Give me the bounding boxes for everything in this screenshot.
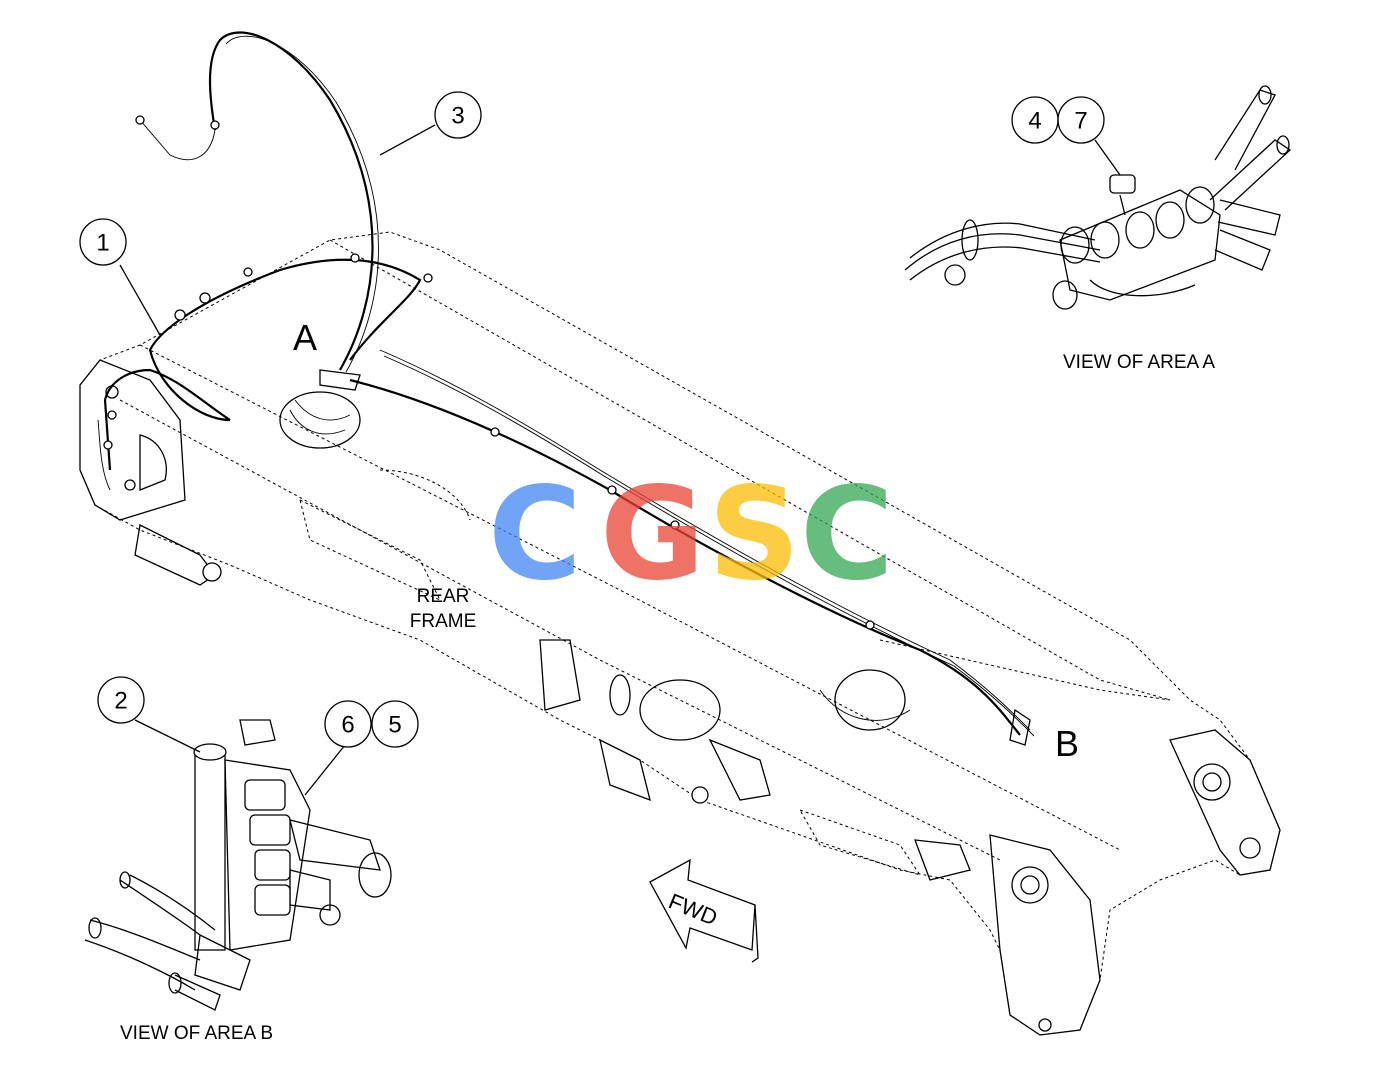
frame-label-line1: REAR [417, 586, 470, 607]
detail-view-area-b [84, 719, 392, 1011]
caption-view-area-b: VIEW OF AREA B [120, 1023, 273, 1044]
frame-label-line2: FRAME [410, 611, 477, 632]
callout-7-label: 7 [1074, 108, 1087, 135]
callout-2: 2 [97, 676, 145, 724]
watermark-letter-4: C [800, 460, 894, 609]
callout-3: 3 [434, 91, 482, 139]
callout-3-label: 3 [451, 103, 464, 130]
callout-7: 7 [1057, 96, 1105, 144]
callout-4-label: 4 [1028, 108, 1041, 135]
watermark-letter-2: G [600, 460, 705, 609]
area-marker-b: B [1055, 723, 1079, 764]
callout-6-label: 6 [341, 712, 354, 739]
watermark-letter-3: S [708, 460, 800, 609]
callout-2-label: 2 [114, 688, 127, 715]
rear-frame-drawing [79, 231, 1281, 1036]
cgsc-watermark: C G S C [488, 460, 894, 609]
caption-view-area-a: VIEW OF AREA A [1063, 352, 1215, 373]
callout-5-label: 5 [388, 712, 401, 739]
hydraulic-lines [103, 31, 1031, 746]
callout-5: 5 [371, 700, 419, 748]
callout-1-label: 1 [96, 230, 109, 257]
detail-view-area-a [904, 85, 1292, 310]
callout-6: 6 [324, 700, 372, 748]
leader-lines [119, 124, 1121, 796]
area-marker-a: A [293, 317, 317, 358]
callout-4: 4 [1011, 96, 1059, 144]
forward-direction-arrow: FWD [649, 858, 759, 963]
watermark-letter-1: C [488, 460, 582, 609]
callout-1: 1 [79, 218, 127, 266]
